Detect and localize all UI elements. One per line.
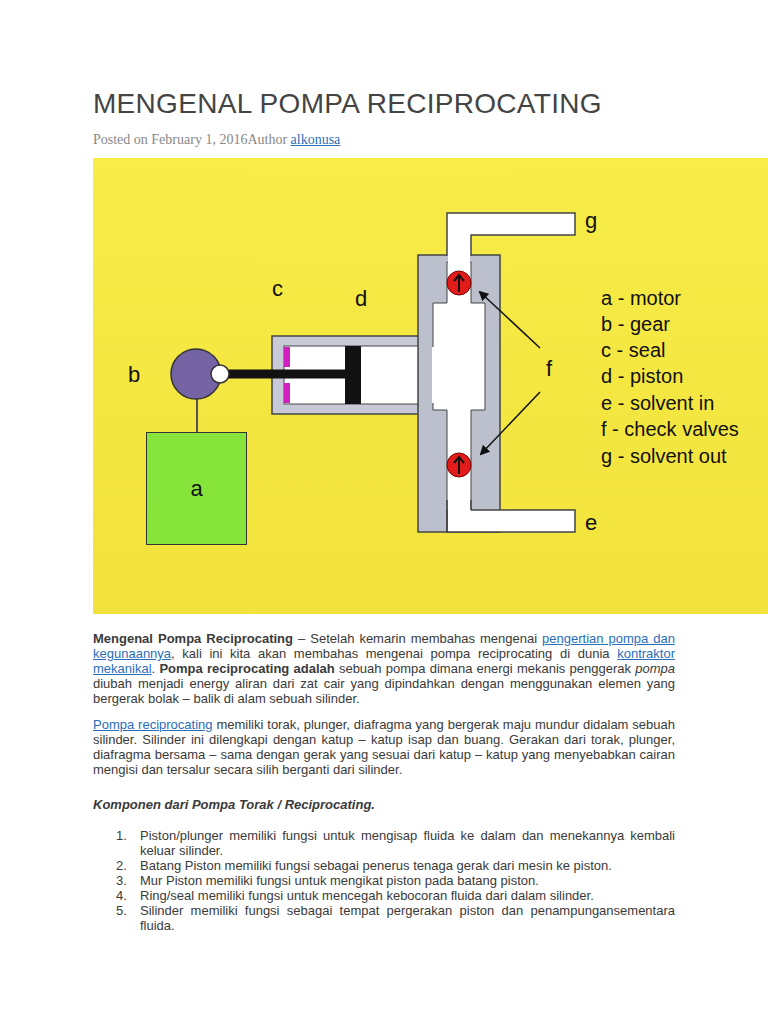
check-valve: [447, 271, 471, 295]
piston: [345, 346, 361, 404]
part-letter: b: [128, 362, 140, 388]
part-letter: f: [546, 356, 552, 382]
intro-paragraph: Mengenal Pompa Reciprocating – Setelah k…: [93, 631, 675, 706]
part-letter: c: [272, 276, 283, 302]
list-number: 5.: [116, 903, 136, 918]
page-title: MENGENAL POMPA RECIPROCATING: [93, 88, 602, 120]
text-run: – Setelah kemarin membahas mengenai: [298, 631, 537, 646]
text-run: Pompa reciprocating adalah: [159, 661, 334, 676]
check-valve-arrow: [454, 457, 464, 474]
part-letter: e: [585, 510, 597, 536]
legend-line: c - seal: [601, 339, 665, 362]
part-letter: g: [585, 208, 597, 234]
inlet-pipe-edge: [446, 500, 448, 532]
motor-box: a: [146, 432, 247, 545]
byline: Posted on February 1, 2016Author alkonus…: [93, 132, 340, 148]
outlet-pipe-bore: [448, 240, 470, 264]
inlet-pipe-bore: [448, 500, 470, 531]
piston-rod: [220, 370, 346, 379]
legend-line: f - check valves: [601, 418, 739, 441]
leader-arrow: [481, 392, 540, 454]
check-valve-arrow: [454, 275, 464, 292]
legend-line: g - solvent out: [601, 445, 727, 468]
post-date: Posted on February 1, 2016Author: [93, 132, 287, 147]
list-item: Mur Piston memiliki fungsi untuk mengika…: [140, 873, 675, 888]
text-run: Mengenal Pompa Reciprocating: [93, 631, 293, 646]
legend-line: d - piston: [601, 365, 683, 388]
part-letter: d: [355, 286, 367, 312]
seal: [284, 347, 290, 367]
text-run: , kali ini kita akan membahas mengenai p…: [171, 646, 609, 661]
list-number: 4.: [116, 888, 136, 903]
check-valve: [447, 453, 471, 477]
text-run: sebuah pompa dimana energi mekanis pengg…: [339, 661, 631, 676]
list-item: Ring/seal memiliki fungsi untuk mencegah…: [140, 888, 675, 903]
chamber-opening: [432, 347, 436, 403]
list-item: Batang Piston memiliki fungsi sebagai pe…: [140, 858, 675, 873]
inlet-pipe-edge: [470, 500, 472, 510]
pump-head: [418, 255, 500, 532]
list-number: 1.: [116, 828, 136, 843]
text-run: pompa: [635, 661, 675, 676]
section-heading: Komponen dari Pompa Torak / Reciprocatin…: [93, 797, 675, 812]
image-background: [93, 158, 768, 614]
author-link: alkonusa: [291, 132, 341, 147]
list-item: Silinder memiliki fungsi sebagai tempat …: [140, 903, 675, 933]
crank-pin: [211, 365, 229, 383]
list-item: Piston/plunger memiliki fungsi untuk men…: [140, 828, 675, 858]
list-number: 3.: [116, 873, 136, 888]
part-letter: a: [190, 476, 202, 502]
text-run: .: [152, 661, 156, 676]
pump-chamber: [433, 262, 485, 530]
drive-shaft: [196, 398, 198, 433]
list-number: 2.: [116, 858, 136, 873]
body-paragraph: Pompa reciprocating memiliki torak, plun…: [93, 717, 675, 777]
legend-line: a - motor: [601, 287, 681, 310]
legend-line: b - gear: [601, 313, 670, 336]
text-link: Pompa reciprocating: [93, 717, 213, 732]
text-run: diubah menjadi energy aliran dari zat ca…: [93, 676, 675, 706]
legend-line: e - solvent in: [601, 392, 714, 415]
seal: [284, 383, 290, 403]
leader-arrow: [480, 292, 540, 348]
